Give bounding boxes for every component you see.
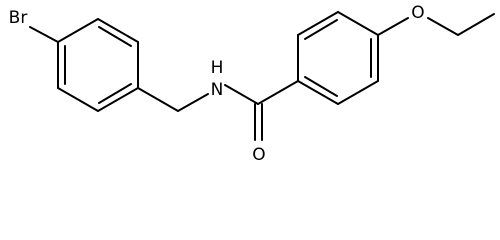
- amide-hydrogen-label: H: [211, 58, 224, 78]
- ethoxyphenyl-ring: [297, 11, 379, 105]
- bond-n-carbonyl: [224, 84, 259, 105]
- amide-nitrogen-label: N: [211, 80, 224, 100]
- bond-ring-o: [377, 17, 409, 36]
- bond-ring-ch2: [137, 87, 179, 112]
- molecule-structure: Br H N O O: [9, 3, 495, 165]
- bond-carbonyl-ring: [257, 80, 299, 105]
- bond-ch2-ch3: [457, 13, 495, 36]
- carbonyl-oxygen-label: O: [252, 145, 265, 165]
- bond-ch2-n: [177, 93, 209, 112]
- bond-o-ch2: [427, 17, 459, 36]
- structure-canvas: Br H N O O: [9, 3, 495, 165]
- bond-br-c: [29, 26, 59, 43]
- carbonyl-double-bond: [254, 103, 263, 141]
- bromophenyl-ring: [57, 18, 139, 112]
- bromine-label: Br: [9, 8, 28, 28]
- ether-oxygen-label: O: [411, 3, 424, 23]
